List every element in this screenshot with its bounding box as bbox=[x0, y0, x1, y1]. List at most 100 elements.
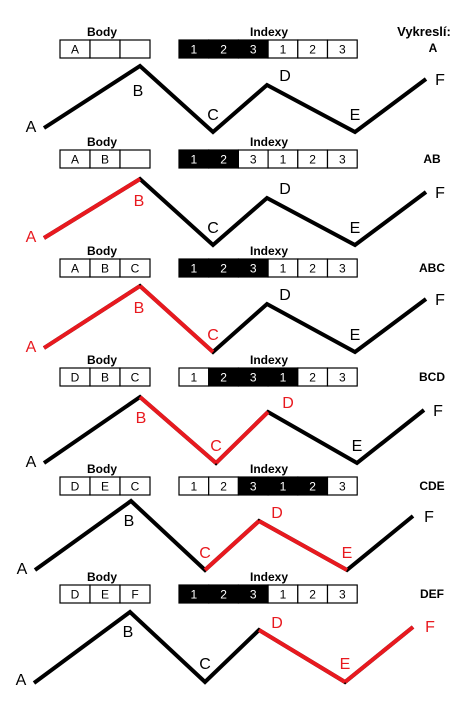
point-label-d: D bbox=[271, 615, 283, 632]
body-cell-value: D bbox=[71, 588, 80, 602]
index-cell-value: 1 bbox=[191, 153, 198, 167]
point-label-e: E bbox=[350, 220, 361, 237]
point-label-d: D bbox=[279, 287, 291, 304]
point-label-c: C bbox=[210, 438, 222, 455]
body-cell bbox=[119, 258, 151, 278]
index-cell-value: 2 bbox=[220, 153, 227, 167]
index-cell-value: 2 bbox=[220, 588, 227, 602]
index-cell-value: 2 bbox=[309, 153, 316, 167]
point-label-e: E bbox=[350, 107, 361, 124]
body-title: Body bbox=[87, 25, 117, 39]
index-cell-value: 3 bbox=[339, 480, 346, 494]
point-label-b: B bbox=[123, 624, 134, 641]
index-cell-value: 2 bbox=[309, 262, 316, 276]
highlight-segment bbox=[343, 625, 415, 684]
index-cell-value: 3 bbox=[339, 262, 346, 276]
point-label-c: C bbox=[207, 107, 219, 124]
point-label-f: F bbox=[435, 292, 445, 309]
body-cell-value: B bbox=[101, 153, 109, 167]
point-label-f: F bbox=[424, 509, 434, 526]
highlight-segment bbox=[138, 395, 218, 465]
body-cell-value: A bbox=[71, 43, 79, 57]
index-cell-value: 1 bbox=[191, 588, 198, 602]
point-label-d: D bbox=[279, 181, 291, 198]
body-title: Body bbox=[87, 244, 117, 258]
index-cell-value: 3 bbox=[250, 371, 257, 385]
highlight-segment bbox=[203, 519, 261, 572]
zigzag-line bbox=[42, 176, 428, 248]
index-cell-value: 2 bbox=[309, 480, 316, 494]
indexy-title: Indexy bbox=[250, 135, 288, 149]
index-cell-value: 3 bbox=[339, 588, 346, 602]
index-cell bbox=[326, 149, 358, 169]
point-label-b: B bbox=[124, 513, 135, 530]
point-label-d: D bbox=[271, 505, 283, 522]
point-label-b: B bbox=[134, 300, 145, 317]
draw-value: CDE bbox=[419, 479, 444, 493]
point-label-f: F bbox=[435, 185, 445, 202]
index-cell-value: 2 bbox=[220, 480, 227, 494]
draw-value: AB bbox=[423, 152, 441, 166]
point-label-a: A bbox=[26, 119, 37, 136]
point-label-f: F bbox=[435, 72, 445, 89]
body-title: Body bbox=[87, 462, 117, 476]
point-label-b: B bbox=[136, 410, 147, 427]
body-cell-value: D bbox=[71, 371, 80, 385]
body-cell-value: E bbox=[101, 588, 109, 602]
highlight-segment bbox=[257, 628, 347, 684]
body-title: Body bbox=[87, 353, 117, 367]
index-cell-value: 1 bbox=[280, 153, 287, 167]
indexy-title: Indexy bbox=[250, 25, 288, 39]
index-cell-value: 3 bbox=[250, 480, 257, 494]
zigzag-line bbox=[33, 498, 415, 573]
body-cell-value: C bbox=[131, 480, 140, 494]
body-cell-value: B bbox=[101, 262, 109, 276]
point-label-e: E bbox=[350, 327, 361, 344]
body-cell-value: F bbox=[131, 588, 138, 602]
point-label-c: C bbox=[207, 220, 219, 237]
zigzag-line bbox=[42, 283, 428, 355]
point-label-f: F bbox=[433, 403, 443, 420]
index-cell-value: 3 bbox=[250, 153, 257, 167]
indexy-title: Indexy bbox=[250, 462, 288, 476]
draw-value: A bbox=[429, 41, 438, 55]
body-cell-value: C bbox=[131, 371, 140, 385]
index-cell-value: 3 bbox=[250, 43, 257, 57]
body-cell bbox=[89, 39, 121, 59]
draw-value: DEF bbox=[420, 587, 444, 601]
indexy-title: Indexy bbox=[250, 570, 288, 584]
index-cell-value: 1 bbox=[280, 371, 287, 385]
highlight-segment bbox=[258, 519, 348, 572]
index-cell-value: 2 bbox=[220, 43, 227, 57]
body-title: Body bbox=[87, 570, 117, 584]
point-label-a: A bbox=[17, 561, 28, 578]
draw-value: ABC bbox=[419, 261, 445, 275]
body-cell bbox=[119, 149, 151, 169]
index-cell bbox=[326, 367, 358, 387]
index-cell-value: 3 bbox=[250, 588, 257, 602]
point-label-a: A bbox=[16, 672, 27, 689]
index-cell-value: 1 bbox=[191, 43, 198, 57]
index-cell-value: 2 bbox=[220, 262, 227, 276]
highlight-segment bbox=[138, 284, 215, 354]
point-label-f: F bbox=[425, 619, 435, 636]
body-title: Body bbox=[87, 135, 117, 149]
point-label-d: D bbox=[282, 395, 294, 412]
body-cell-value: E bbox=[101, 480, 109, 494]
index-cell-value: 1 bbox=[280, 262, 287, 276]
draw-value: BCD bbox=[419, 370, 445, 384]
index-cell-value: 3 bbox=[250, 262, 257, 276]
index-cell-value: 2 bbox=[309, 588, 316, 602]
index-cell-value: 1 bbox=[280, 480, 287, 494]
body-cell bbox=[119, 367, 151, 387]
index-cell-value: 2 bbox=[220, 371, 227, 385]
point-label-e: E bbox=[352, 438, 363, 455]
body-cell bbox=[119, 39, 151, 59]
zigzag-line bbox=[42, 63, 428, 135]
